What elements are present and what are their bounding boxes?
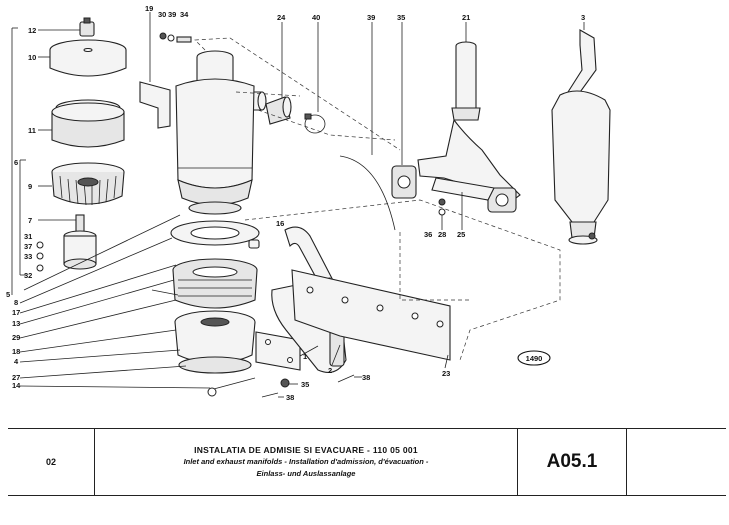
group-bracket-6 [11, 27, 26, 295]
callout-30: 30 [158, 10, 166, 19]
engine-outline-dashed [194, 37, 561, 361]
callout-40: 40 [312, 13, 320, 22]
filter-lower-stack [151, 220, 260, 374]
intake-hose-sleeve [265, 96, 292, 125]
callout-14: 14 [12, 381, 21, 390]
callout-29: 29 [12, 333, 20, 342]
mounting-plate [255, 331, 301, 371]
callout-35b: 35 [301, 380, 309, 389]
callout-3: 3 [581, 13, 585, 22]
callout-24: 24 [277, 13, 286, 22]
exhaust-downpipe [391, 41, 521, 213]
callout-12: 12 [28, 26, 36, 35]
title-german: Einlass- und Auslassanlage [256, 469, 356, 478]
heat-shield [431, 177, 495, 201]
callout-37: 37 [24, 242, 32, 251]
air-filter-housing [175, 50, 267, 215]
title-text-group: INSTALATIA DE ADMISIE SI EVACUARE - 110 … [95, 429, 518, 495]
callout-32: 32 [24, 271, 32, 280]
hose-clamp [304, 113, 326, 134]
callout-5: 5 [6, 290, 10, 299]
title-block: 02 INSTALATIA DE ADMISIE SI EVACUARE - 1… [8, 428, 726, 496]
filter-finned-element [51, 162, 125, 206]
exhaust-silencer [551, 29, 611, 245]
title-english-french: Inlet and exhaust manifolds - Installati… [183, 457, 429, 466]
figure-number-badge: 1490 [517, 350, 551, 366]
callout-36: 36 [424, 230, 432, 239]
callout-31: 31 [24, 232, 32, 241]
callout-38a: 38 [286, 393, 294, 402]
callout-6: 6 [14, 158, 18, 167]
small-bolts [159, 32, 192, 43]
callout-39b: 39 [367, 13, 375, 22]
figure-number: 1490 [526, 354, 543, 363]
callout-8: 8 [14, 298, 18, 307]
callout-23: 23 [442, 369, 450, 378]
filter-lid [49, 39, 127, 77]
callout-1: 1 [303, 352, 307, 361]
callout-13: 13 [12, 319, 20, 328]
strap-bolts [207, 374, 355, 398]
callout-25: 25 [457, 230, 465, 239]
callout-17: 17 [12, 308, 20, 317]
callout-18: 18 [12, 347, 20, 356]
callout-34: 34 [180, 10, 189, 19]
filter-bolt-housing [36, 214, 97, 272]
callout-2: 2 [328, 366, 332, 375]
callout-27: 27 [12, 373, 20, 382]
control-rod [339, 155, 396, 231]
title-romanian: INSTALATIA DE ADMISIE SI EVACUARE - 110 … [194, 445, 418, 455]
callout-21: 21 [462, 13, 470, 22]
callout-35a: 35 [397, 13, 405, 22]
callout-39a: 39 [168, 10, 176, 19]
callout-19: 19 [145, 4, 153, 13]
callout-38b: 38 [362, 373, 370, 382]
callout-11: 11 [28, 126, 36, 135]
filter-ring [51, 99, 125, 148]
filter-mounting-bracket [139, 81, 171, 129]
callout-16: 16 [276, 219, 284, 228]
section-code: A05.1 [518, 429, 627, 495]
callout-7: 7 [28, 216, 32, 225]
sheet-number: 02 [8, 429, 95, 495]
shield-bolts [438, 198, 446, 216]
callout-10: 10 [28, 53, 36, 62]
callout-28: 28 [438, 230, 446, 239]
callout-numbers: 12 10 11 9 7 31 37 33 32 6 5 8 17 13 29 … [6, 4, 585, 402]
callout-33: 33 [24, 252, 32, 261]
exploded-parts-diagram: 1490 12 10 11 9 [6, 4, 611, 402]
filter-cap-nut [79, 17, 95, 37]
callout-4: 4 [14, 357, 19, 366]
callout-9: 9 [28, 182, 32, 191]
leader-lines [19, 12, 585, 398]
